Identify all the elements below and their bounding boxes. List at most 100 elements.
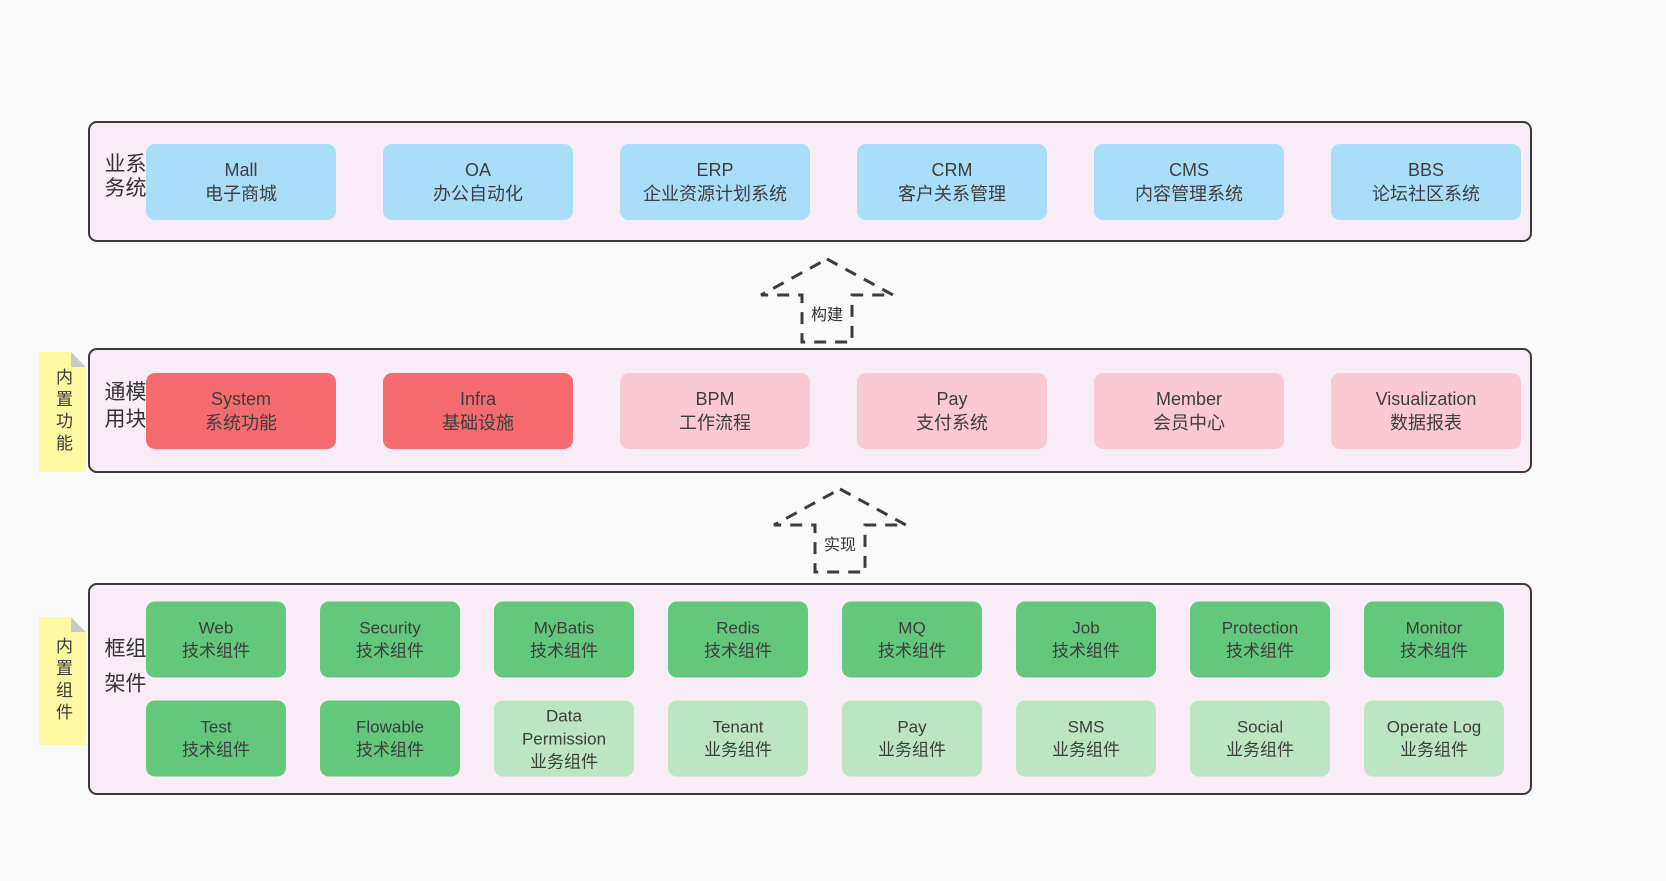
- box-title: MyBatis: [533, 618, 595, 638]
- box-subtitle: 技术组件: [1226, 641, 1294, 661]
- box-subtitle: 业务组件: [704, 740, 772, 760]
- builtin-features-note: 内置功能: [39, 352, 86, 472]
- box-bbs: BBS 论坛社区系统: [1331, 143, 1521, 220]
- framework-components-label: 框架组件: [102, 637, 146, 707]
- box-title: Infra: [459, 388, 497, 409]
- box-subtitle: 企业资源计划系统: [643, 183, 787, 204]
- common-modules-panel: 通用模块 System 系统功能 Infra 基础设施 BPM 工作流程 Pay…: [88, 348, 1532, 473]
- box-title: BBS: [1407, 159, 1445, 180]
- box-title: Flowable: [355, 717, 425, 737]
- box-subtitle: 技术组件: [356, 641, 424, 661]
- box-title: CRM: [931, 159, 973, 180]
- box-social: Social 业务组件: [1190, 700, 1330, 777]
- box-title: Monitor: [1405, 618, 1463, 638]
- box-title: Security: [359, 618, 421, 638]
- note-fold-icon: [71, 352, 86, 367]
- box-title: SMS: [1067, 717, 1105, 737]
- builtin-components-note: 内置组件: [39, 617, 86, 745]
- box-infra: Infra 基础设施: [383, 372, 573, 449]
- box-subtitle: 业务组件: [530, 752, 598, 771]
- build-arrow-label: 构建: [807, 300, 847, 326]
- box-operate-log: Operate Log 业务组件: [1364, 700, 1504, 777]
- build-arrow: 构建: [757, 256, 897, 346]
- box-mybatis: MyBatis 技术组件: [494, 601, 634, 678]
- box-subtitle: 业务组件: [1226, 740, 1294, 760]
- box-title: OA: [464, 159, 491, 180]
- box-subtitle: 支付系统: [916, 412, 988, 433]
- framework-components-grid: Web 技术组件 Security 技术组件 MyBatis 技术组件 Redi…: [146, 601, 1504, 777]
- box-title: MQ: [898, 618, 926, 638]
- box-title: Tenant: [712, 717, 764, 737]
- box-title: CMS: [1169, 159, 1209, 180]
- box-monitor: Monitor 技术组件: [1364, 601, 1504, 678]
- box-mall: Mall 电子商城: [146, 143, 336, 220]
- box-subtitle: 业务组件: [878, 740, 946, 760]
- box-crm: CRM 客户关系管理: [857, 143, 1047, 220]
- box-title: Redis: [716, 618, 760, 638]
- up-arrow-icon: [760, 257, 894, 344]
- box-subtitle: 办公自动化: [433, 183, 523, 204]
- box-erp: ERP 企业资源计划系统: [620, 143, 810, 220]
- box-subtitle: 电子商城: [205, 183, 277, 204]
- box-title: Pay: [897, 717, 927, 737]
- box-title: Protection: [1221, 618, 1299, 638]
- box-subtitle: 会员中心: [1153, 412, 1225, 433]
- box-title: ERP: [696, 159, 734, 180]
- box-title: Mall: [224, 159, 258, 180]
- box-pay: Pay 支付系统: [857, 372, 1047, 449]
- box-title: Test: [200, 717, 232, 737]
- note-fold-icon: [71, 617, 86, 632]
- box-sms: SMS 业务组件: [1016, 700, 1156, 777]
- box-oa: OA 办公自动化: [383, 143, 573, 220]
- box-protection: Protection 技术组件: [1190, 601, 1330, 678]
- box-flowable: Flowable 技术组件: [320, 700, 460, 777]
- box-title: Social: [1236, 717, 1284, 737]
- business-systems-panel: 业务系统 Mall 电子商城 OA 办公自动化 ERP 企业资源计划系统 CRM…: [88, 121, 1532, 242]
- builtin-components-note-label: 内置组件: [53, 637, 72, 725]
- builtin-features-note-label: 内置功能: [53, 368, 72, 456]
- box-title: Visualization: [1375, 388, 1477, 409]
- box-subtitle: 技术组件: [182, 740, 250, 760]
- box-subtitle: 技术组件: [1052, 641, 1120, 661]
- box-title: Data Permission: [521, 706, 607, 748]
- common-modules-label: 通用模块: [102, 380, 146, 435]
- implement-arrow-label: 实现: [820, 530, 860, 556]
- box-title: System: [210, 388, 271, 409]
- box-title: Pay: [936, 388, 968, 409]
- box-data-permission: Data Permission 业务组件: [494, 700, 634, 777]
- up-arrow-icon: [773, 487, 907, 574]
- box-security: Security 技术组件: [320, 601, 460, 678]
- box-subtitle: 基础设施: [442, 412, 514, 433]
- box-redis: Redis 技术组件: [668, 601, 808, 678]
- box-subtitle: 工作流程: [679, 412, 751, 433]
- box-member: Member 会员中心: [1094, 372, 1284, 449]
- box-job: Job 技术组件: [1016, 601, 1156, 678]
- box-subtitle: 业务组件: [1052, 740, 1120, 760]
- box-subtitle: 技术组件: [530, 641, 598, 661]
- box-cms: CMS 内容管理系统: [1094, 143, 1284, 220]
- business-systems-label: 业务系统: [102, 152, 146, 201]
- common-modules-row: System 系统功能 Infra 基础设施 BPM 工作流程 Pay 支付系统…: [146, 350, 1521, 471]
- box-subtitle: 技术组件: [878, 641, 946, 661]
- box-subtitle: 内容管理系统: [1135, 183, 1243, 204]
- box-title: Web: [198, 618, 234, 638]
- box-bpm: BPM 工作流程: [620, 372, 810, 449]
- box-pay-biz: Pay 业务组件: [842, 700, 982, 777]
- box-subtitle: 系统功能: [205, 412, 277, 433]
- business-systems-row: Mall 电子商城 OA 办公自动化 ERP 企业资源计划系统 CRM 客户关系…: [146, 123, 1521, 240]
- box-title: Member: [1155, 388, 1222, 409]
- box-subtitle: 技术组件: [182, 641, 250, 661]
- box-title: BPM: [695, 388, 735, 409]
- box-title: Operate Log: [1386, 717, 1482, 737]
- box-tenant: Tenant 业务组件: [668, 700, 808, 777]
- implement-arrow: 实现: [770, 486, 910, 576]
- box-subtitle: 业务组件: [1400, 740, 1468, 760]
- box-subtitle: 技术组件: [356, 740, 424, 760]
- box-test: Test 技术组件: [146, 700, 286, 777]
- box-subtitle: 论坛社区系统: [1372, 183, 1480, 204]
- box-subtitle: 技术组件: [1400, 641, 1468, 661]
- box-subtitle: 客户关系管理: [898, 183, 1006, 204]
- box-title: Job: [1072, 618, 1100, 638]
- framework-components-panel: 框架组件 Web 技术组件 Security 技术组件 MyBatis 技术组件…: [88, 583, 1532, 795]
